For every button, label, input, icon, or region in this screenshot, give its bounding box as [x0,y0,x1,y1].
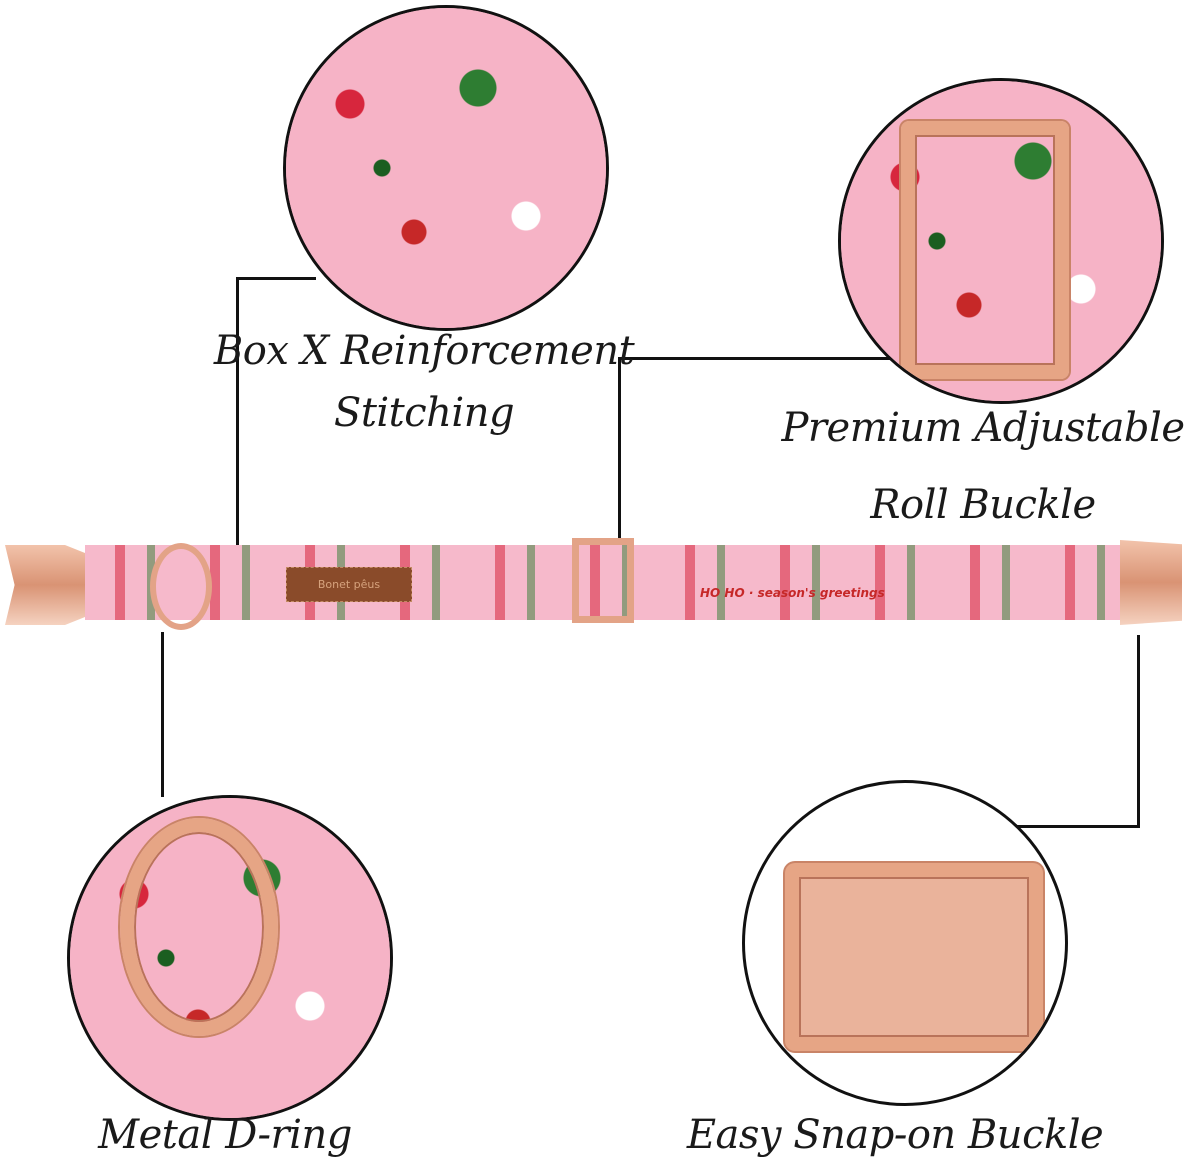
label-snap-buckle: Easy Snap-on Buckle [686,1112,1104,1158]
connector-stitching-h [236,277,316,280]
connector-snap-buckle [1137,635,1140,828]
connector-d-ring [161,632,164,797]
brand-tag: Bonet pêus [286,567,412,602]
label-d-ring: Metal D-ring [98,1112,352,1158]
roll-buckle-detail-image [838,78,1164,404]
snap-buckle-detail-image [742,780,1068,1106]
roll-buckle-slider [572,538,634,623]
label-stitching-2: Stitching [333,390,515,436]
collar-pattern-text: HO HO · season's greetings [700,586,885,600]
label-roll-buckle-2: Roll Buckle [870,482,1096,528]
collar-strap [85,545,1125,620]
d-ring [150,543,212,630]
snap-buckle-female [5,545,85,625]
label-roll-buckle-1: Premium Adjustable [781,405,1185,451]
connector-snap-buckle-h [1015,825,1140,828]
connector-roll-buckle [618,357,621,539]
d-ring-detail-image [67,795,393,1121]
stitching-detail-image [283,5,609,331]
label-stitching-1: Box X Reinforcement [213,328,635,374]
connector-roll-buckle-h [618,357,893,360]
connector-stitching [236,277,239,549]
snap-buckle-male [1120,540,1182,625]
